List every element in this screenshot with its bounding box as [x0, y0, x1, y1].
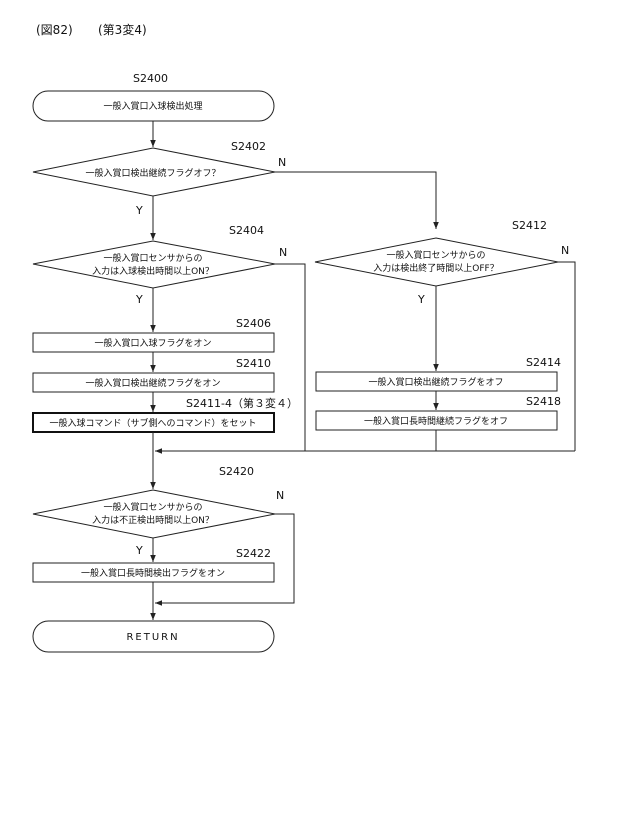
process-s2410-label: 一般入賞口検出継続フラグをオン [85, 377, 220, 389]
step-id-s2418: S2418 [526, 395, 561, 408]
start-label: 一般入賞口入球検出処理 [103, 100, 202, 112]
decision-s2402-label: 一般入賞口検出継続フラグオフ？ [85, 167, 220, 179]
process-s2422-label: 一般入賞口長時間検出フラグをオン [81, 567, 225, 579]
decision-s2420-line1: 一般入賞口センサからの [103, 501, 202, 513]
step-id-s2402: S2402 [231, 140, 266, 153]
yes-label-s2412: Y [417, 293, 425, 306]
no-label-s2412: N [561, 244, 569, 257]
connector [275, 264, 305, 451]
step-id-s2404: S2404 [229, 224, 264, 237]
return-label: RETURN [126, 632, 179, 643]
step-id-s2410: S2410 [236, 357, 271, 370]
step-id-s2400: S2400 [133, 72, 168, 85]
process-s2414-label: 一般入賞口検出継続フラグをオフ [368, 376, 503, 388]
decision-s2412-line1: 一般入賞口センサからの [386, 249, 485, 261]
decision-s2420-line2: 入力は不正検出時間以上ON？ [92, 514, 214, 526]
figure-number: (図82) [36, 23, 73, 37]
no-label-s2404: N [279, 246, 287, 259]
decision-s2412 [315, 238, 558, 286]
process-s2418-label: 一般入賞口長時間継続フラグをオフ [364, 415, 508, 427]
step-id-s2420: S2420 [219, 465, 254, 478]
yes-label-s2402: Y [135, 204, 143, 217]
process-s2406-label: 一般入賞口入球フラグをオン [94, 337, 211, 349]
no-label-s2402: N [278, 156, 286, 169]
decision-s2404-line2: 入力は入球検出時間以上ON？ [92, 265, 214, 277]
step-id-s2422: S2422 [236, 547, 271, 560]
yes-label-s2404: Y [135, 293, 143, 306]
decision-s2412-line2: 入力は検出終了時間以上OFF？ [373, 262, 498, 274]
process-s2411-4-label: 一般入球コマンド（サブ側へのコマンド）をセット [49, 417, 256, 429]
no-label-s2420: N [276, 489, 284, 502]
step-id-s2406: S2406 [236, 317, 271, 330]
step-id-s2412: S2412 [512, 219, 547, 232]
yes-label-s2420: Y [135, 544, 143, 557]
step-id-s2411-4: S2411-4（第３変４） [186, 396, 298, 410]
connector [275, 172, 436, 229]
decision-s2404 [33, 241, 275, 288]
decision-s2404-line1: 一般入賞口センサからの [103, 252, 202, 264]
step-id-s2414: S2414 [526, 356, 561, 369]
variant-label: (第3変4) [98, 22, 147, 37]
decision-s2420 [33, 490, 275, 538]
